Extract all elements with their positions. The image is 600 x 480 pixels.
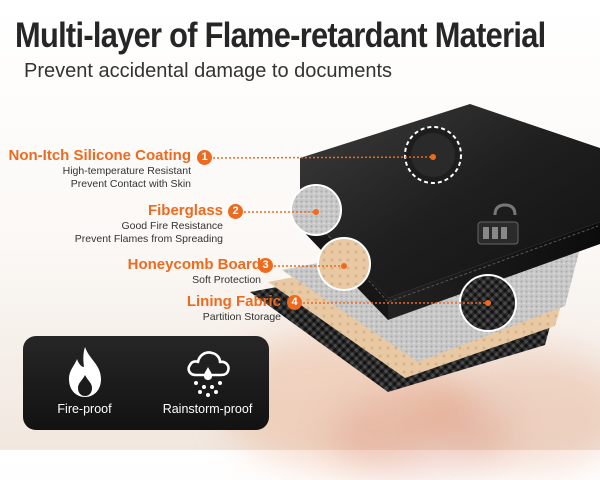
- layer-name: Lining Fabric: [186, 293, 281, 310]
- page-subtitle: Prevent accidental damage to documents: [24, 60, 392, 82]
- feature-rainstorm-proof: Rainstorm-proof: [146, 336, 269, 430]
- layer-callout-lining: Lining Fabric Partition Storage: [187, 293, 281, 324]
- feature-label: Fire-proof: [57, 402, 112, 416]
- feature-label: Rainstorm-proof: [162, 402, 253, 416]
- layer-detail: Partition Storage: [202, 311, 281, 323]
- layer-callout-honeycomb: Honeycomb Board Soft Protection: [128, 256, 261, 287]
- layer-number-badge: 1: [197, 150, 212, 165]
- case-side: [388, 222, 600, 320]
- layer-name: Non-Itch Silicone Coating: [8, 147, 192, 164]
- layer-detail: Prevent Contact with Skin: [70, 178, 191, 190]
- layer-detail: Good Fire Resistance: [121, 220, 223, 232]
- layer-name: Fiberglass: [147, 202, 223, 219]
- layer-detail: Prevent Flames from Spreading: [74, 233, 223, 245]
- case-top: [300, 104, 600, 298]
- layer-callout-silicone: Non-Itch Silicone Coating High-temperatu…: [9, 147, 192, 191]
- flame-icon: [69, 347, 101, 397]
- layer-name: Honeycomb Board: [127, 256, 261, 273]
- layer-number-badge: 4: [287, 295, 302, 310]
- feature-fire-proof: Fire-proof: [23, 336, 146, 430]
- layer-number-badge: 3: [258, 258, 273, 273]
- layer-detail: High-temperature Resistant: [62, 165, 191, 177]
- page-title: Multi-layer of Flame-retardant Material: [15, 16, 546, 55]
- rain-cloud-icon: [187, 351, 230, 397]
- layer-number-badge: 2: [228, 204, 243, 219]
- layer-callout-fiberglass: Fiberglass Good Fire Resistance Prevent …: [75, 202, 223, 246]
- layer-detail: Soft Protection: [192, 274, 261, 286]
- feature-panel: Fire-proof Rainstorm-proof: [23, 336, 269, 430]
- product-illustration: [212, 104, 600, 392]
